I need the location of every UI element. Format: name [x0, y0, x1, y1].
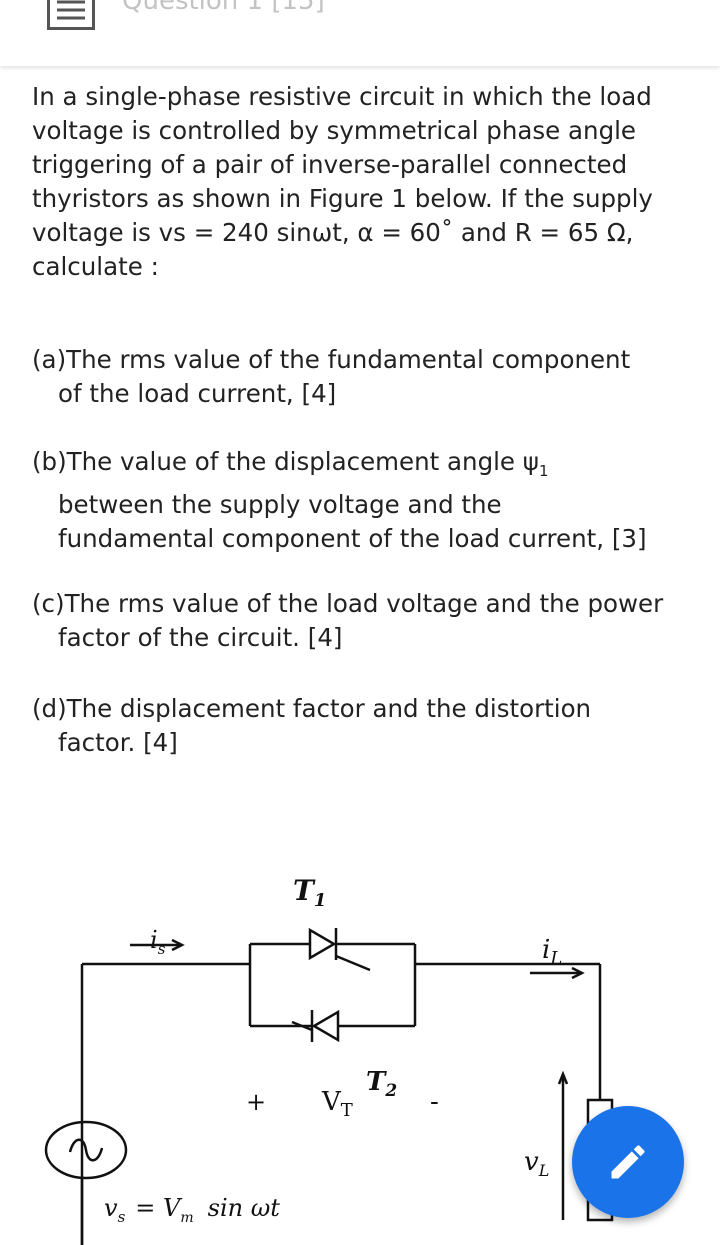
svg-text:vL: vL	[524, 1147, 549, 1180]
part-d-line1: (d)The displacement factor and the disto…	[32, 694, 592, 723]
part-c-line1: (c)The rms value of the load voltage and…	[32, 589, 664, 618]
t2-gate	[291, 1020, 313, 1032]
source-equation: = V	[135, 1194, 183, 1222]
question-part-b: (b)The value of the displacement angle ψ…	[32, 445, 647, 556]
svg-text:VT: VT	[321, 1087, 353, 1121]
svg-text:T1: T1	[293, 874, 326, 911]
ac-source	[44, 1120, 128, 1180]
question-body: In a single-phase resistive circuit in w…	[32, 80, 682, 757]
t2-label: T	[366, 1067, 387, 1097]
t2-label-sub: 2	[384, 1081, 397, 1101]
question-part-a: (a)The rms value of the fundamental comp…	[32, 343, 630, 411]
il-label: i	[542, 935, 550, 965]
svg-text:iL: iL	[542, 935, 562, 969]
t1-label-sub: 1	[314, 890, 327, 911]
vl-arrowhead	[557, 1070, 569, 1085]
vs-label: v	[104, 1194, 118, 1222]
part-a-line1: (a)The rms value of the fundamental comp…	[32, 345, 631, 374]
source-function: sin ωt	[208, 1194, 281, 1222]
is-arrowhead	[171, 938, 185, 952]
il-arrowhead	[571, 966, 585, 980]
t1-thyristor-triangle	[308, 927, 337, 961]
question-part-d: (d)The displacement factor and the disto…	[32, 692, 591, 760]
vs-label-sub: s	[118, 1208, 126, 1226]
app-header: Question 1 [15]	[0, 0, 720, 66]
t1-label: T	[293, 874, 316, 907]
is-label: i	[150, 926, 158, 954]
document-list-icon[interactable]	[47, 0, 95, 30]
edit-fab-button[interactable]	[572, 1106, 684, 1218]
part-b-line1-wrap: (b)The value of the displacement angle ψ…	[32, 445, 647, 488]
question-title: Question 1 [15]	[122, 0, 325, 16]
t1-gate	[335, 954, 371, 972]
part-b-subscript: 1	[538, 461, 549, 480]
part-b-line3: fundamental component of the load curren…	[58, 523, 647, 553]
t2-thyristor-triangle	[311, 1009, 340, 1043]
minus-sign: -	[430, 1087, 439, 1117]
il-label-sub: L	[549, 948, 562, 969]
question-intro: In a single-phase resistive circuit in w…	[32, 82, 653, 281]
part-b-line2: between the supply voltage and the	[58, 489, 502, 519]
part-b-line1: (b)The value of the displacement angle ψ	[32, 447, 539, 476]
vt-label-sub: T	[341, 1100, 353, 1121]
vl-label-sub: L	[538, 1161, 550, 1180]
sine-wave-icon	[68, 1138, 104, 1162]
is-label-sub: s	[158, 940, 166, 958]
vt-label: V	[321, 1087, 342, 1117]
part-c-line2: factor of the circuit. [4]	[58, 623, 343, 652]
svg-text:T2: T2	[366, 1067, 397, 1101]
edit-pencil-icon	[611, 1145, 645, 1179]
question-part-c: (c)The rms value of the load voltage and…	[32, 587, 663, 655]
vl-label: v	[524, 1147, 539, 1177]
svg-text:is: is	[150, 926, 166, 958]
part-d-line2: factor. [4]	[58, 728, 178, 757]
part-a-line2: of the load current, [4]	[58, 379, 337, 408]
source-equation-sub: m	[180, 1210, 193, 1226]
plus-sign: +	[246, 1088, 266, 1116]
